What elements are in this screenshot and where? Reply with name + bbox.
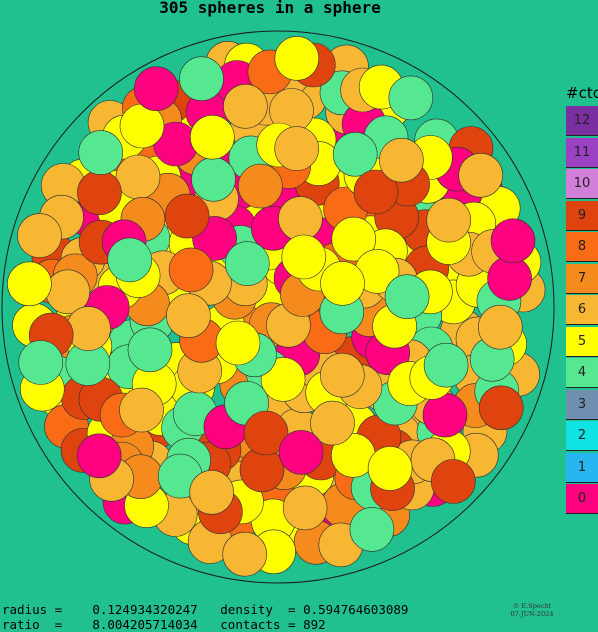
sphere	[237, 163, 283, 209]
stats-row-1: radius = 0.124934320247 density = 0.5947…	[2, 602, 408, 617]
sphere	[168, 247, 214, 293]
sphere	[134, 66, 179, 111]
sphere	[331, 216, 377, 262]
sphere	[384, 274, 430, 320]
legend-cell-2: 2	[566, 421, 598, 451]
radius-value: 0.124934320247	[92, 602, 198, 617]
sphere	[320, 261, 365, 306]
density-label: density =	[220, 602, 296, 617]
sphere	[490, 218, 536, 264]
density-value: 0.594764603089	[303, 602, 409, 617]
sphere	[164, 193, 210, 239]
sphere	[243, 410, 289, 456]
sphere	[76, 433, 122, 479]
legend-cell-4: 4	[566, 358, 598, 388]
sphere	[388, 75, 434, 121]
ratio-label: ratio =	[2, 617, 63, 632]
sphere	[189, 469, 234, 515]
sphere	[458, 153, 504, 198]
legend-cell-1: 1	[566, 452, 598, 483]
stats-row-2: ratio = 8.004205714034 contacts = 892	[2, 617, 408, 632]
sphere	[190, 114, 235, 160]
sphere	[17, 213, 62, 258]
sphere	[423, 342, 469, 388]
legend-cell-7: 7	[566, 263, 598, 294]
sphere	[379, 137, 424, 183]
sphere	[477, 304, 523, 350]
sphere	[282, 485, 328, 531]
sphere	[225, 241, 270, 286]
sphere-packing-diagram	[1, 30, 555, 584]
contacts-label: contacts =	[220, 617, 296, 632]
sphere	[367, 446, 413, 491]
sphere	[478, 385, 524, 431]
sphere	[77, 170, 122, 215]
sphere	[215, 320, 261, 366]
sphere	[166, 293, 211, 339]
sphere	[422, 392, 468, 438]
sphere	[119, 387, 164, 433]
sphere	[353, 169, 399, 215]
legend-cell-11: 11	[566, 137, 598, 168]
sphere	[278, 430, 324, 475]
legend-cell-9: 9	[566, 200, 598, 231]
sphere	[107, 237, 152, 283]
legend-title: #ctc	[566, 84, 598, 102]
sphere	[179, 56, 224, 101]
legend-cell-8: 8	[566, 232, 598, 262]
author-credit: © E.Specht 07-JUN-2024	[502, 602, 562, 618]
legend-cell-0: 0	[566, 484, 598, 514]
sphere	[66, 306, 111, 351]
sphere	[78, 130, 123, 175]
sphere	[332, 132, 378, 177]
sphere	[319, 352, 365, 398]
page-title: 305 spheres in a sphere	[159, 0, 381, 17]
sphere	[487, 256, 532, 301]
container-sphere-outline	[1, 30, 555, 584]
sphere	[127, 327, 173, 373]
credit-author: © E.Specht	[512, 602, 552, 610]
sphere	[274, 126, 320, 171]
sphere	[115, 154, 161, 200]
sphere	[349, 507, 395, 552]
sphere	[430, 459, 476, 504]
legend-cell-6: 6	[566, 295, 598, 325]
contacts-value: 892	[303, 617, 326, 632]
credit-date: 07-JUN-2024	[510, 610, 554, 618]
legend-cell-5: 5	[566, 326, 598, 357]
statistics-panel: radius = 0.124934320247 density = 0.5947…	[2, 602, 408, 632]
sphere	[222, 531, 267, 577]
sphere	[223, 84, 268, 129]
legend-cell-12: 12	[566, 106, 598, 136]
sphere	[7, 261, 52, 307]
sphere	[191, 157, 236, 202]
sphere	[426, 197, 472, 243]
sphere	[281, 234, 327, 280]
radius-label: radius =	[2, 602, 63, 617]
sphere	[274, 36, 320, 81]
ratio-value: 8.004205714034	[92, 617, 198, 632]
sphere	[278, 196, 323, 241]
sphere	[18, 340, 64, 385]
legend-cell-3: 3	[566, 389, 598, 420]
sphere	[310, 400, 355, 446]
legend-cell-10: 10	[566, 169, 598, 199]
